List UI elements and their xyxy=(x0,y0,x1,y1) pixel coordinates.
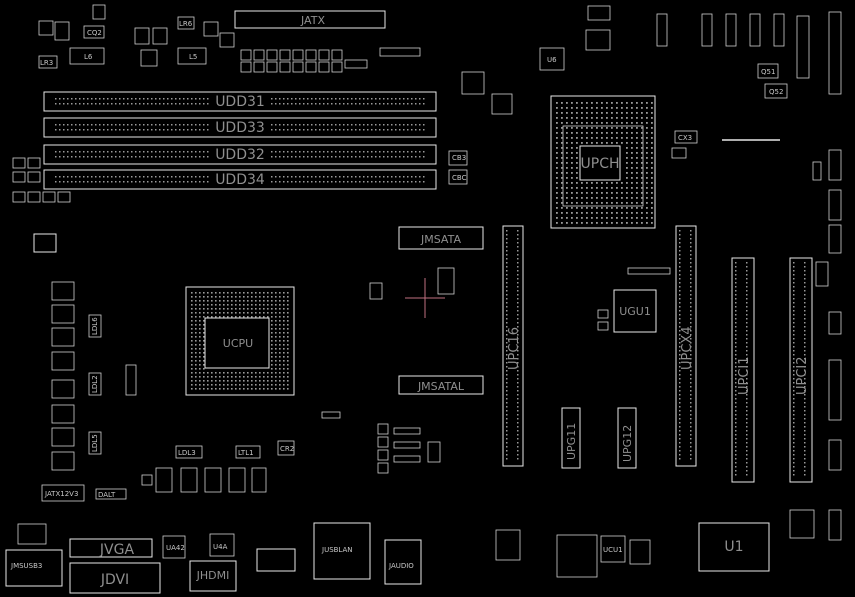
l6-label: L6 xyxy=(84,53,93,61)
atx-label: JATX xyxy=(300,14,325,27)
dimm-slot-3: UDD32 xyxy=(43,144,437,165)
pci1-label: UPCI1 xyxy=(737,356,752,395)
cb3-label: CB3 xyxy=(452,154,466,162)
pcie-x4-slot: UPCX4 xyxy=(675,225,697,467)
ucu1-label: UCU1 xyxy=(603,546,623,554)
dalt-label: DALT xyxy=(98,491,116,499)
atx-side-pads: U6 xyxy=(240,5,611,73)
dimm-3-label: UDD32 xyxy=(215,147,265,163)
msata-slot: JMSATA xyxy=(398,226,484,250)
cr2-label: CR2 xyxy=(280,445,294,453)
q51-label: Q51 xyxy=(761,68,775,76)
ugu1-label: UGU1 xyxy=(619,305,651,318)
cpu-pin-grid xyxy=(191,292,289,390)
dvi-label: JDVI xyxy=(100,572,129,588)
u1-chip: U1 xyxy=(698,522,770,572)
dimm-4-label: UDD34 xyxy=(215,172,265,188)
pcie-x1-slot-2: UPG12 xyxy=(617,407,637,469)
bottom-io-row: JMSUSB3 JVGA JDVI UA42 U4A JHDMI JUSBLAN… xyxy=(5,522,651,594)
pcie1b-label: UPG12 xyxy=(621,425,634,462)
dimm-1-label: UDD31 xyxy=(215,94,265,110)
pch-ball-grid xyxy=(556,102,653,224)
ldl5-label: LDL5 xyxy=(91,434,99,452)
pcie-x1-slot-1: UPG11 xyxy=(561,407,581,469)
msatal-label: JMSATAL xyxy=(417,380,465,393)
pcie1a-label: UPG11 xyxy=(565,423,578,460)
hdmi-label: JHDMI xyxy=(196,569,230,582)
pci-slot-1: UPCI1 xyxy=(731,257,755,483)
pcix4-label: UPCX4 xyxy=(680,326,695,370)
pcie16-label: UPC16 xyxy=(507,327,522,370)
audio-label: JAUDIO xyxy=(388,562,414,570)
atx-power-connector: JATX xyxy=(234,10,386,29)
ldl6-label: LDL6 xyxy=(91,317,99,335)
lr3-label: LR3 xyxy=(40,59,53,67)
ua42-label: UA42 xyxy=(166,544,185,552)
cx3-label: CX3 xyxy=(678,134,692,142)
msatal-slot: JMSATAL xyxy=(398,375,484,395)
top-right-vertical-parts: Q51 Q52 xyxy=(656,11,842,99)
below-cpu-parts: LDL3 LTL1 CR2 JATX12V3 DALT xyxy=(41,411,341,502)
pch-label: UPCH xyxy=(581,156,620,172)
dimm-pin-rows xyxy=(55,98,425,183)
dimm-slot-1: UDD31 xyxy=(43,91,437,112)
pci2-label: UPCI2 xyxy=(795,356,810,395)
atx12v-label: JATX12V3 xyxy=(44,490,78,498)
u1-label: U1 xyxy=(724,539,743,555)
msata-label: JMSATA xyxy=(420,233,461,246)
cbc-label: CBC xyxy=(452,174,467,182)
mid-small-parts xyxy=(377,423,441,474)
right-edge-parts xyxy=(789,149,842,541)
usblan-label: JUSBLAN xyxy=(321,546,353,554)
pci-slot-2: UPCI2 xyxy=(789,257,813,483)
top-left-components: CQ2 L6 LR3 LR6 L5 xyxy=(38,4,235,69)
pch-chip: UPCH xyxy=(550,95,656,229)
cpu-socket: UCPU xyxy=(185,286,295,396)
u6-label: U6 xyxy=(547,56,557,64)
dimm-2-label: UDD33 xyxy=(215,120,265,136)
u4a-label: U4A xyxy=(213,543,228,551)
cq2-label: CQ2 xyxy=(87,29,102,37)
dimm-slot-2: UDD33 xyxy=(43,117,437,138)
ltl1-label: LTL1 xyxy=(238,449,254,457)
q52-label: Q52 xyxy=(769,88,783,96)
lr6-label: LR6 xyxy=(179,20,193,28)
usb3-label: JMSUSB3 xyxy=(10,562,42,570)
vga-label: JVGA xyxy=(99,542,135,558)
ldl2-label: LDL2 xyxy=(91,375,99,393)
cpu-label: UCPU xyxy=(223,337,253,350)
dimm-slot-4: UDD34 xyxy=(43,169,437,190)
pcie-x16-slot: UPC16 xyxy=(502,225,524,467)
left-vrm-components: LDL6 LDL2 LDL5 xyxy=(12,157,137,471)
l5-label: L5 xyxy=(189,53,197,61)
ldl3-label: LDL3 xyxy=(178,449,196,457)
ugu1-chip: UGU1 xyxy=(597,267,671,333)
